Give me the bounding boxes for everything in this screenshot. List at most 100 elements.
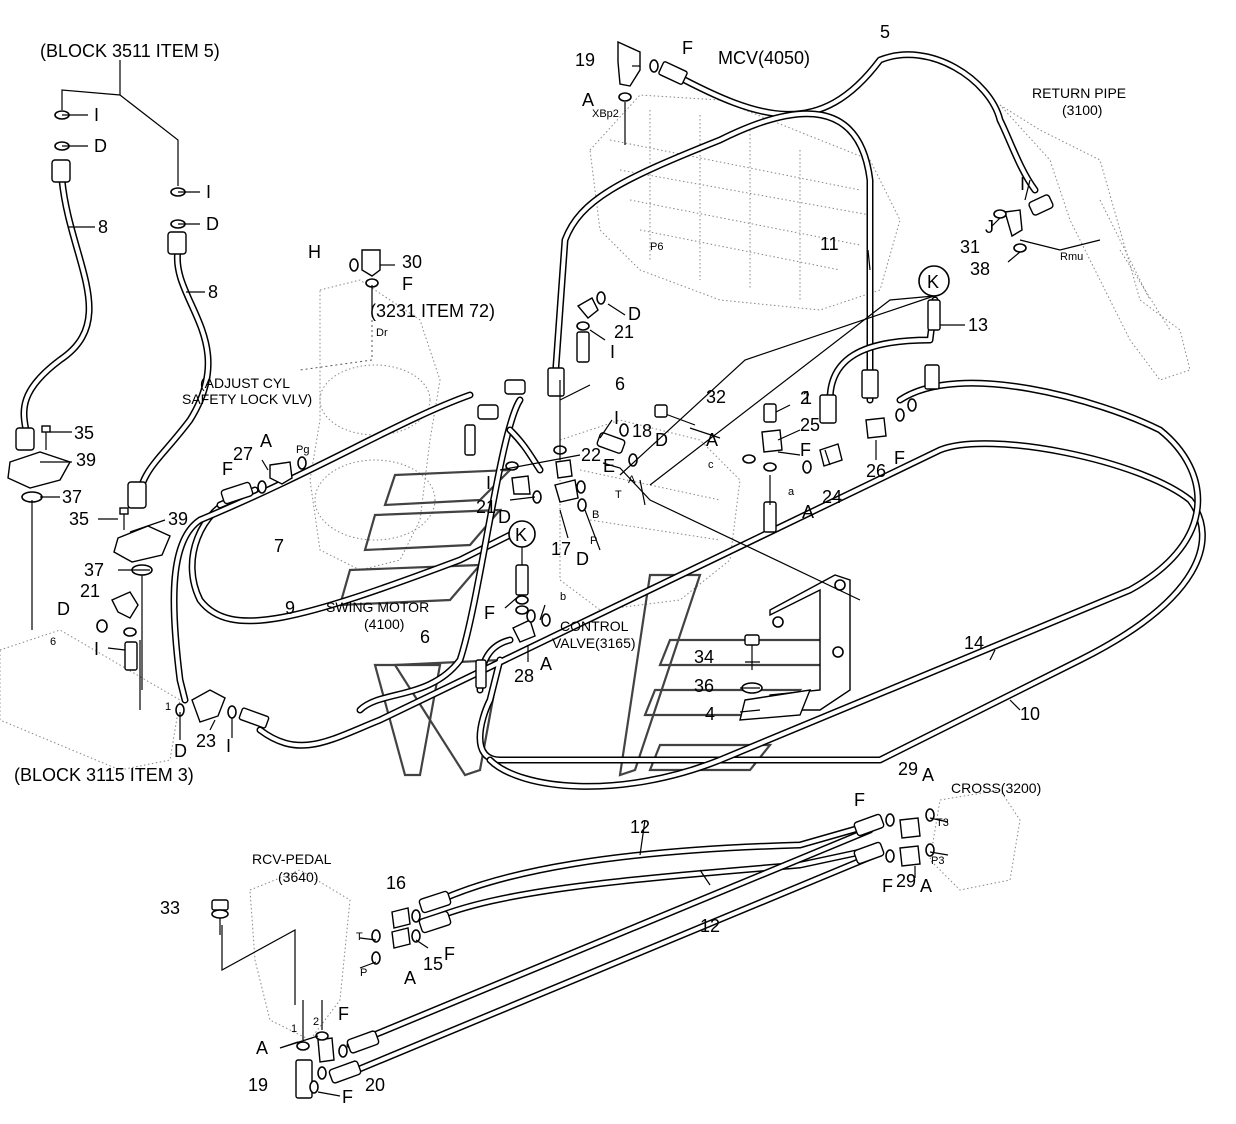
view-k-label-bottom: K xyxy=(515,525,527,545)
part-39-left: 39 xyxy=(76,450,96,470)
port-rmu: Rmu xyxy=(1060,251,1083,263)
block-3511-label: (BLOCK 3511 ITEM 5) xyxy=(40,41,220,61)
return-pipe-label-2: (3100) xyxy=(1062,102,1102,118)
letter-f-30: F xyxy=(402,274,413,294)
letter-f-rcv: F xyxy=(338,1004,349,1024)
port-t3: T3 xyxy=(936,817,949,829)
swing-motor-label-1: SWING MOTOR xyxy=(326,599,429,615)
letter-a-19: A xyxy=(582,90,594,110)
part-9: 9 xyxy=(285,598,295,618)
part-12-upper: 12 xyxy=(630,817,650,837)
part-18: 18 xyxy=(632,421,652,441)
part-35-lower: 35 xyxy=(69,509,89,529)
letter-i-22: I xyxy=(486,473,491,493)
port-dr: Dr xyxy=(376,327,388,339)
letter-d-21b: D xyxy=(57,599,70,619)
part-19-bottom: 19 xyxy=(248,1075,268,1095)
control-valve-label-1: CONTROL xyxy=(560,618,629,634)
part-10: 10 xyxy=(1020,704,1040,724)
letter-d-23: D xyxy=(174,741,187,761)
port-6: 6 xyxy=(50,636,56,648)
letter-i-23: I xyxy=(226,736,231,756)
port-1-rcv: 1 xyxy=(291,1023,297,1035)
letter-f-29b: F xyxy=(882,876,893,896)
letter-d-17b: D xyxy=(576,549,589,569)
seal-letters: I D I D H F F A D I J I A F I D I E D D … xyxy=(57,38,1025,1107)
part-8-left: 8 xyxy=(98,217,108,237)
part-12-lower: 12 xyxy=(700,916,720,936)
port-t-rcv: T xyxy=(356,931,363,943)
letter-i-2: I xyxy=(206,182,211,202)
part-28: 28 xyxy=(514,666,534,686)
part-32: 32 xyxy=(706,387,726,407)
letter-i-21b: I xyxy=(94,639,99,659)
leader-lines xyxy=(31,60,1101,1097)
part-30: 30 xyxy=(402,252,422,272)
part-39-lower: 39 xyxy=(168,509,188,529)
part-37-lower: 37 xyxy=(84,560,104,580)
letter-d-17: D xyxy=(498,507,511,527)
part-8-right: 8 xyxy=(208,282,218,302)
letter-a-28: A xyxy=(540,654,552,674)
letter-i-31: I xyxy=(1020,174,1025,194)
rcv-pedal-label-1: RCV-PEDAL xyxy=(252,851,332,867)
part-20: 20 xyxy=(365,1075,385,1095)
fittings xyxy=(7,40,1054,1099)
letter-a-27: A xyxy=(260,431,272,451)
cross-ghost xyxy=(929,789,1021,891)
part-14: 14 xyxy=(964,633,984,653)
rcv-pedal-label-2: (3640) xyxy=(278,869,318,885)
letter-e: E xyxy=(603,456,615,476)
port-p3: P3 xyxy=(931,855,944,867)
part-4: 4 xyxy=(705,704,715,724)
part-25: 25 xyxy=(800,415,820,435)
letter-f-26: F xyxy=(894,448,905,468)
part-numbers: 1 2 4 5 6 6 7 8 8 9 10 11 12 12 13 14 15… xyxy=(62,22,1040,1095)
part-5: 5 xyxy=(880,22,890,42)
part-23: 23 xyxy=(196,731,216,751)
letter-j: J xyxy=(985,217,994,237)
part-34: 34 xyxy=(694,647,714,667)
part-33: 33 xyxy=(160,898,180,918)
letter-f-15: F xyxy=(444,944,455,964)
callout-labels: (BLOCK 3511 ITEM 5) (BLOCK 3115 ITEM 3) … xyxy=(14,41,1126,885)
part-21-left: 21 xyxy=(80,581,100,601)
part-11: 11 xyxy=(820,234,839,254)
port-t: T xyxy=(615,489,622,501)
letter-a-2: A xyxy=(706,430,718,450)
letter-f-29a: F xyxy=(854,790,865,810)
letter-f-19: F xyxy=(682,38,693,58)
item-3231-label: (3231 ITEM 72) xyxy=(370,301,495,321)
swing-motor-ghost xyxy=(309,279,441,571)
rcv-pedal-ghost xyxy=(249,869,351,1041)
part-29-upper: 29 xyxy=(898,759,918,779)
letter-i-1: I xyxy=(94,105,99,125)
part-38: 38 xyxy=(970,259,990,279)
letter-d-18: D xyxy=(655,430,668,450)
part-7: 7 xyxy=(274,536,284,556)
port-p6: P6 xyxy=(650,241,663,253)
letter-f-25: F xyxy=(800,440,811,460)
part-19-top: 19 xyxy=(575,50,595,70)
port-b: B xyxy=(592,509,599,521)
letter-a-rcv: A xyxy=(256,1038,268,1058)
letter-d-1: D xyxy=(94,136,107,156)
letter-i-mid: I xyxy=(614,408,619,428)
part-22: 22 xyxy=(581,445,601,465)
letter-i-21: I xyxy=(610,342,615,362)
port-b-small: b xyxy=(560,591,566,603)
part-1: 1 xyxy=(802,388,812,408)
block-3115-label: (BLOCK 3115 ITEM 3) xyxy=(14,765,194,785)
letter-a-29a: A xyxy=(922,765,934,785)
port-labels: XBp2 P6 Dr Pg Rmu T B P A c a b T3 P3 1 … xyxy=(50,108,1083,1035)
port-2: 2 xyxy=(313,1016,319,1028)
part-21-upper: 21 xyxy=(614,322,634,342)
part-26: 26 xyxy=(866,461,886,481)
port-pg: Pg xyxy=(296,444,309,456)
control-valve-ghost xyxy=(559,419,741,611)
port-p: P xyxy=(590,535,597,547)
port-a: A xyxy=(628,474,636,486)
return-pipe-label-1: RETURN PIPE xyxy=(1032,85,1126,101)
part-17: 17 xyxy=(551,539,571,559)
